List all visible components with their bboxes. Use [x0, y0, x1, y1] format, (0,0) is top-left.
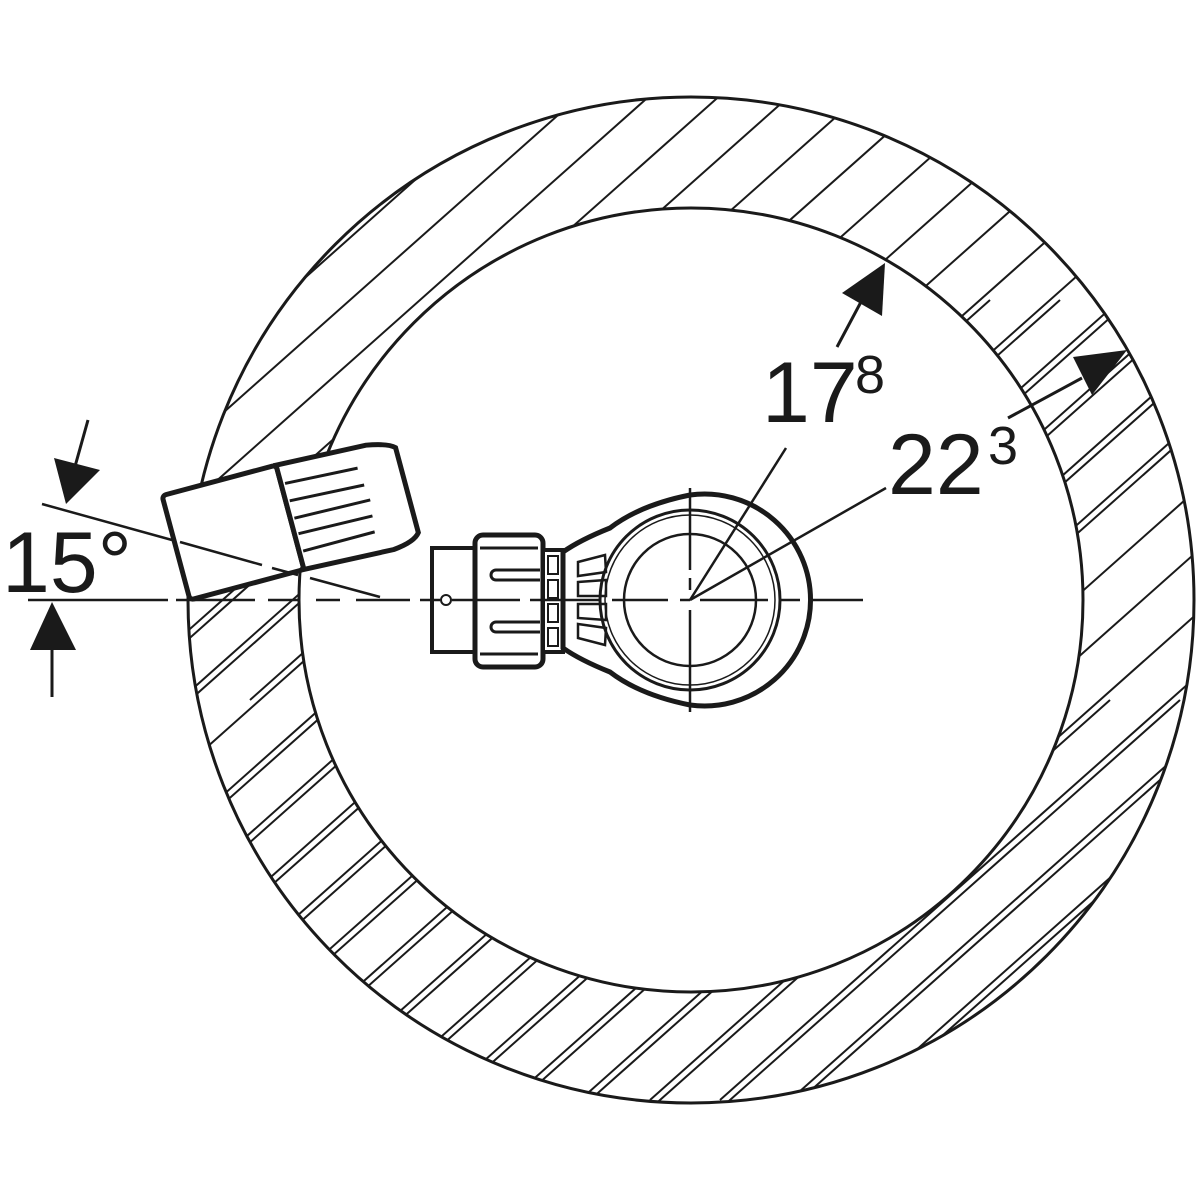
- inner-radius-superscript: 8: [855, 345, 885, 405]
- angled-sleeve: [160, 442, 421, 602]
- outer-radius-superscript: 3: [988, 416, 1018, 476]
- angle-arrow-up-icon: [30, 602, 76, 650]
- sleeve-ribs: [284, 466, 376, 553]
- nut-grooves: [480, 546, 540, 656]
- angle-dimension: 15°: [2, 419, 132, 697]
- outer-radius-value: 22: [888, 417, 984, 513]
- outer-radius-dimension: 22 3: [689, 350, 1127, 602]
- inner-radius-arrow-icon: [842, 263, 885, 316]
- hub-ribs: [576, 553, 608, 647]
- angle-arrow-down-icon: [54, 458, 100, 504]
- pipe-marker-icon: [440, 594, 452, 606]
- inner-radius-dimension: 17 8: [688, 263, 885, 601]
- center-lines: [28, 488, 863, 712]
- outer-radius-arrow-icon: [1073, 350, 1127, 395]
- angle-label: 15°: [2, 515, 132, 611]
- inner-radius-value: 17: [762, 345, 858, 441]
- collar-ribs: [547, 555, 559, 647]
- drain-fitting: [160, 442, 813, 709]
